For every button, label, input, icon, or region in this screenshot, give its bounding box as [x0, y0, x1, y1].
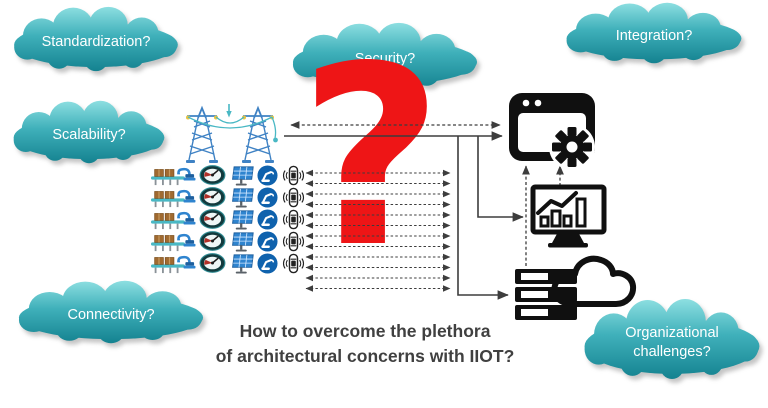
cloud-shape [18, 280, 204, 344]
cloud-organizational-challenges: Organizational challenges? [578, 298, 766, 380]
cloud-shape [292, 22, 478, 90]
analytics-dashboard-icon [530, 184, 607, 248]
bus-to-server-arrow [457, 136, 509, 300]
cloud-label: Organizational challenges? [625, 324, 719, 360]
caption: How to overcome the plethora of architec… [195, 319, 535, 370]
cloud-integration: Integration? [560, 2, 748, 64]
web-app-gear-icon [509, 93, 595, 170]
transmission-towers-icon [186, 104, 278, 163]
cloud-label: Connectivity? [67, 307, 155, 324]
cloud-standardization: Standardization? [8, 6, 184, 72]
cloud-scalability: Scalability? [8, 100, 170, 164]
cloud-connectivity: Connectivity? [12, 280, 210, 344]
big-question-mark: ? [299, 14, 443, 302]
connection-lines [284, 121, 564, 300]
gear-icon [549, 124, 595, 170]
cloud-shape [566, 2, 742, 64]
cloud-shape [13, 100, 165, 164]
cloud-label: Security? [354, 51, 416, 68]
cloud-label: Integration? [615, 28, 693, 45]
cloud-shape [14, 6, 178, 72]
cloud-label: Standardization? [41, 34, 151, 51]
caption-line-2: of architectural concerns with IIOT? [215, 346, 515, 367]
cloud-security: Security? [286, 22, 484, 90]
bus-to-dashboard-arrow [477, 136, 524, 222]
cloud-label: Scalability? [52, 127, 126, 144]
server-cloud-icon [515, 255, 637, 320]
caption-line-1: How to overcome the plethora [239, 321, 491, 341]
power-lines [187, 116, 277, 139]
device-bus-dashed-arrows [305, 169, 451, 292]
drop-markers [226, 104, 278, 143]
cloud-shape [584, 299, 760, 379]
